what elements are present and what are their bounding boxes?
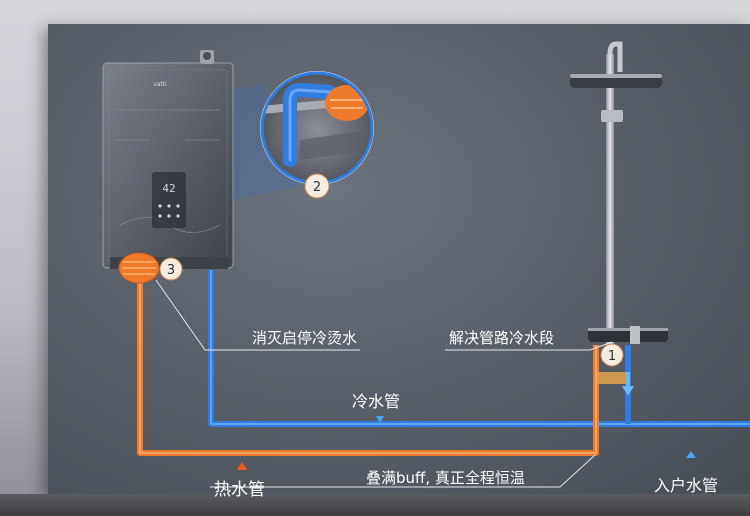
heater-brand-logo: vatti: [153, 81, 167, 88]
hot-water-arrow-icon: [237, 462, 247, 470]
label-eliminate-cold-water: 消灭启停冷烫水: [252, 329, 358, 347]
svg-text:42: 42: [162, 182, 175, 195]
shower-set: [570, 41, 668, 354]
floor: [0, 494, 750, 516]
label-inlet-pipe: 入户水管: [654, 476, 719, 495]
label-cold-water-pipe: 冷水管: [352, 392, 401, 411]
badge-3: 3: [159, 257, 183, 281]
hot-water-pipe: [137, 278, 599, 456]
magnifier-lens: [233, 71, 374, 200]
water-heater: vatti 42: [102, 50, 234, 269]
cold-water-arrow-icon: [376, 416, 384, 423]
heater-display-panel: 42: [152, 172, 186, 228]
badge-1: 1: [600, 343, 624, 367]
label-hot-water-pipe: 热水管: [214, 480, 265, 500]
callout-leaders: [155, 279, 613, 488]
flow-arrow-icon: [597, 372, 634, 396]
circulation-pump-icon: [118, 252, 160, 284]
inlet-arrow-icon: [686, 451, 696, 458]
label-buff: 叠满buff, 真正全程恒温: [366, 469, 525, 487]
label-solve-pipe-section: 解决管路冷水段: [449, 329, 555, 347]
badge-2: 2: [304, 173, 330, 199]
badge-3-text: 3: [167, 263, 175, 278]
badge-1-text: 1: [608, 349, 616, 364]
badge-2-text: 2: [313, 180, 321, 195]
